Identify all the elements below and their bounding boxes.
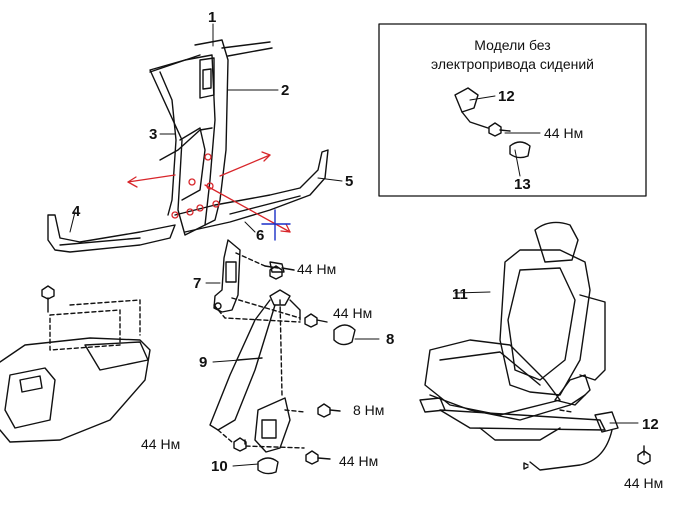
torque-seat-buckle: 44 Нм [624,475,664,491]
inset-title-line1: Модели без [474,37,551,53]
torque-lower-right: 44 Нм [339,453,379,469]
bolts [41,122,651,465]
inset-title-line2: электропривода сидений [431,56,594,72]
seat-11-drawing [419,221,619,471]
label-5: 5 [345,173,354,190]
blue-cross-mark [261,209,291,241]
torque-belt-upper: 44 Нм [333,305,373,321]
label-7: 7 [193,275,202,292]
inset-buckle-drawing [454,87,489,129]
label-12: 12 [642,416,659,433]
torque-bracket-7: 44 Нм [297,261,337,277]
torque-8nm: 8 Нм [353,402,385,418]
inset-label-12: 12 [498,88,515,105]
label-4: 4 [72,203,81,220]
label-1: 1 [208,9,217,26]
bracket-7-drawing [213,239,301,323]
label-8: 8 [386,331,395,348]
torque-lower-left: 44 Нм [141,436,181,452]
label-6: 6 [256,227,265,244]
label-11: 11 [452,286,468,303]
label-2: 2 [281,82,290,99]
inset-frame [378,23,647,197]
seatbelt-9-drawing [209,289,306,453]
label-3: 3 [149,126,158,143]
caps [257,141,531,475]
label-9: 9 [199,354,208,371]
inset-torque: 44 Нм [544,125,584,141]
inset-label-13: 13 [514,176,531,193]
pillar-trim-drawing [47,39,329,253]
leader-lines [69,23,639,467]
label-10: 10 [211,458,228,475]
console-drawing [0,299,151,443]
